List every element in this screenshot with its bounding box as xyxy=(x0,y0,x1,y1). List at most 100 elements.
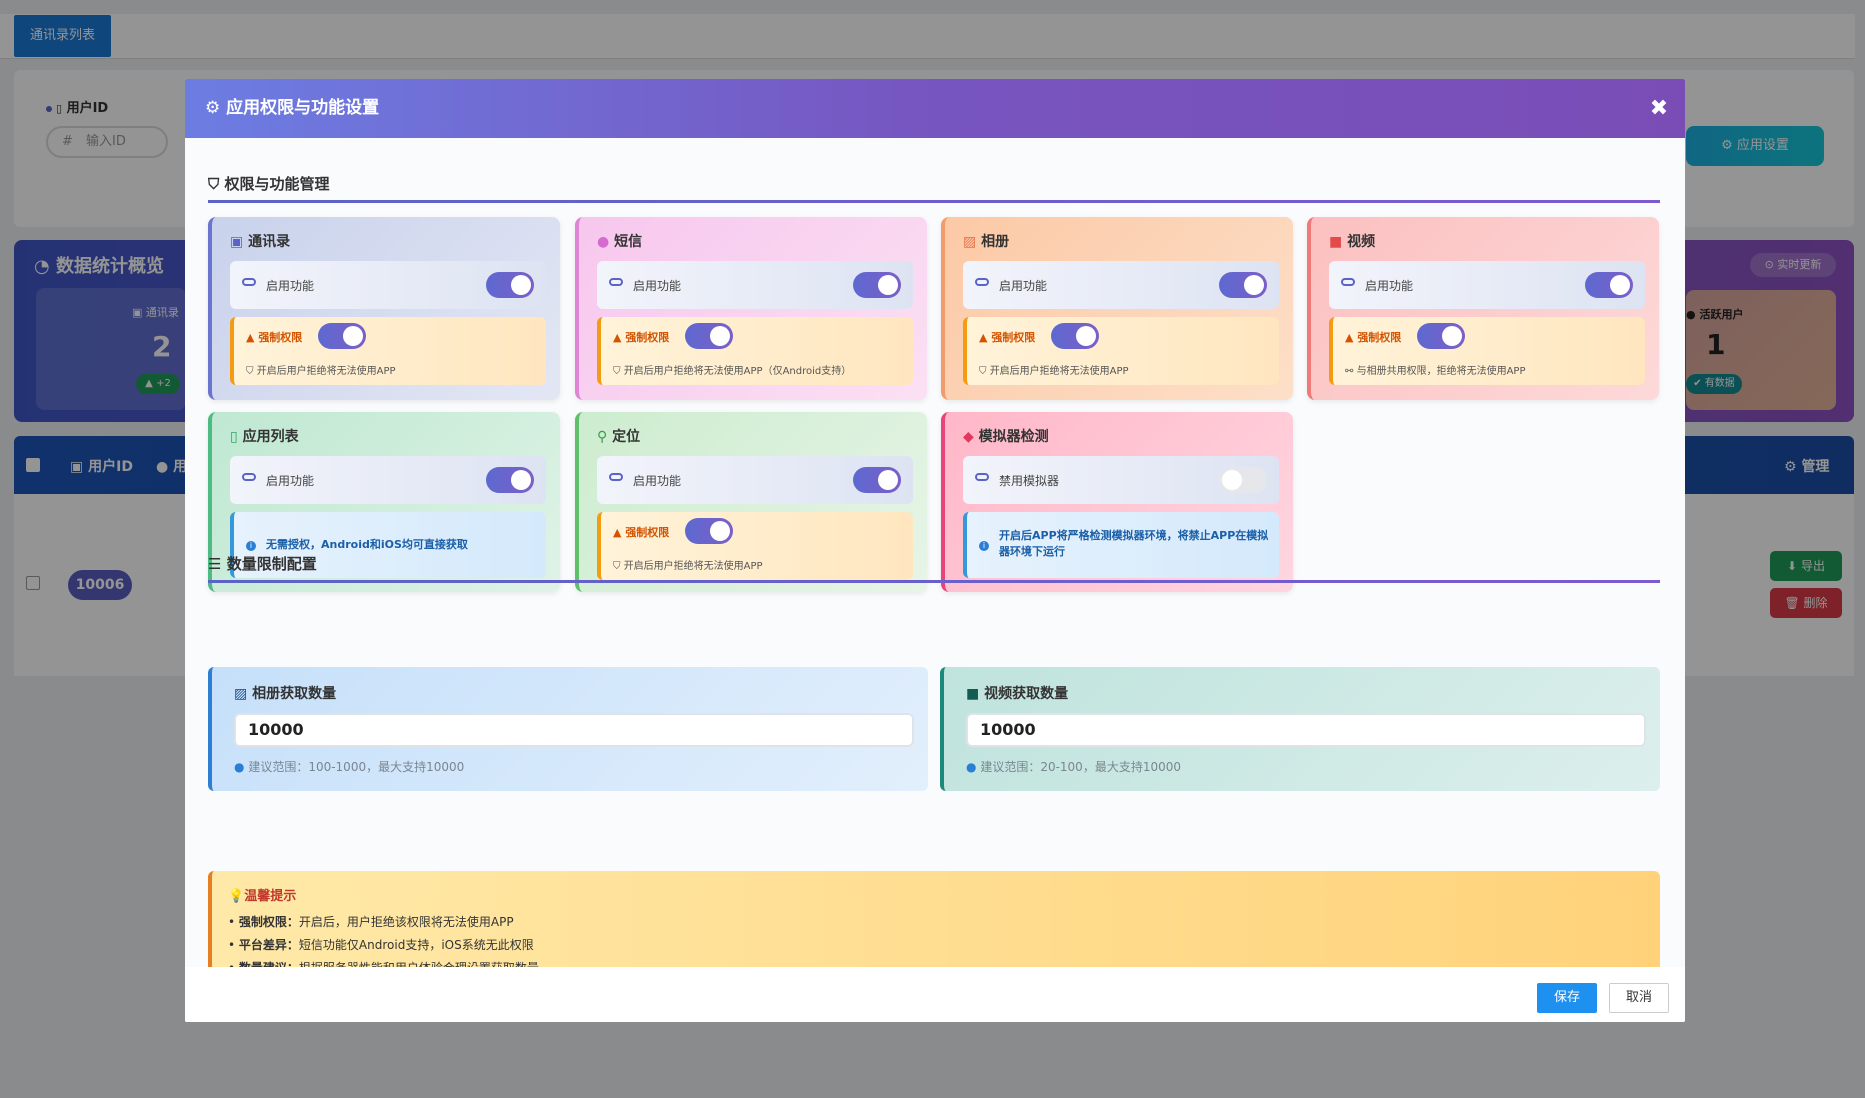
shield-icon: ⛉ xyxy=(246,366,254,377)
close-icon[interactable]: ✖ xyxy=(1649,96,1669,121)
col-user-id[interactable]: ▣ 用户ID xyxy=(70,459,133,475)
disable-emulator-row: 禁用模拟器 xyxy=(963,456,1279,504)
enable-row: 启用功能 xyxy=(1329,261,1645,309)
modal-footer xyxy=(185,967,1685,1022)
stats-title: ◔ 数据统计概览 xyxy=(34,256,164,277)
save-button[interactable]: 保存 xyxy=(1537,983,1597,1013)
realtime-badge[interactable]: ⊙ 实时更新 xyxy=(1750,253,1836,277)
has-data-badge: ✔ 有数据 xyxy=(1686,374,1742,394)
toggle-icon xyxy=(1341,278,1355,286)
enable-row: 启用功能 xyxy=(597,261,913,309)
toggle-icon xyxy=(242,473,256,481)
enable-toggle[interactable] xyxy=(853,467,901,493)
download-icon: ⬇ xyxy=(1787,559,1798,573)
force-label: ▲ 强制权限 xyxy=(246,331,303,344)
enable-toggle[interactable] xyxy=(486,272,534,298)
emulator-toggle[interactable] xyxy=(1219,467,1267,493)
force-toggle[interactable] xyxy=(1417,323,1465,349)
message-icon: ● xyxy=(597,234,610,250)
section-divider xyxy=(208,200,1660,203)
mobile-icon: ▯ xyxy=(230,429,238,445)
col-user[interactable]: ● 用 xyxy=(156,459,188,475)
enable-row: 启用功能 xyxy=(230,261,546,309)
video-quantity-hint: ● 建议范围：20-100，最大支持10000 xyxy=(966,760,1181,774)
contact-icon: ▣ xyxy=(132,306,143,319)
permission-title: ◆ 模拟器检测 xyxy=(963,429,1049,445)
user-id-input[interactable]: # 输入ID xyxy=(46,126,168,158)
permission-title: ● 短信 xyxy=(597,234,643,250)
modal-body: ⛉ 权限与功能管理 ▣ 通讯录 启用功能 ▲ 强制权限 ⛉ 开启后用户拒绝将无法… xyxy=(185,138,1685,989)
delete-button[interactable]: 🗑 删除 xyxy=(1770,588,1842,618)
hash-icon: # xyxy=(62,134,73,149)
app-permission-modal: ⚙ 应用权限与功能设置 ✖ ⛉ 权限与功能管理 ▣ 通讯录 启用功能 ▲ 强制权… xyxy=(185,79,1685,1022)
cancel-button[interactable]: 取消 xyxy=(1609,983,1669,1013)
tab-contacts-list[interactable]: 通讯录列表 xyxy=(14,15,112,57)
tips-title: 💡温馨提示 xyxy=(228,889,297,904)
gear-icon: ⚙ xyxy=(1784,459,1797,475)
section-divider xyxy=(208,580,1660,583)
tips-line: • 平台差异：短信功能仅Android支持，iOS系统无此权限 xyxy=(228,938,534,952)
info-icon: ● xyxy=(966,760,977,774)
photo-quantity-input[interactable]: 10000 xyxy=(234,713,914,747)
location-pin-icon: ⚲ xyxy=(597,429,608,445)
warning-icon: ▲ xyxy=(246,331,255,344)
permission-card-sms: ● 短信 启用功能 ▲ 强制权限 ⛉ 开启后用户拒绝将无法使用APP（仅Andr… xyxy=(575,217,927,400)
enable-toggle[interactable] xyxy=(1219,272,1267,298)
check-icon: ✔ xyxy=(1693,378,1702,389)
permission-card-contacts: ▣ 通讯录 启用功能 ▲ 强制权限 ⛉ 开启后用户拒绝将无法使用APP xyxy=(208,217,560,400)
permission-card-video: ■ 视频 启用功能 ▲ 强制权限 ⚯ 与相册共用权限，拒绝将无法使用APP xyxy=(1307,217,1659,400)
force-toggle[interactable] xyxy=(318,323,366,349)
force-label: ▲ 强制权限 xyxy=(613,526,670,539)
force-toggle[interactable] xyxy=(685,518,733,544)
id-card-icon: ▣ xyxy=(70,459,84,475)
export-button[interactable]: ⬇ 导出 xyxy=(1770,551,1842,581)
enable-toggle[interactable] xyxy=(1585,272,1633,298)
video-icon: ■ xyxy=(966,686,980,702)
row-checkbox[interactable] xyxy=(26,576,40,590)
enable-toggle[interactable] xyxy=(853,272,901,298)
enable-toggle[interactable] xyxy=(486,467,534,493)
modal-header: ⚙ 应用权限与功能设置 ✖ xyxy=(185,79,1685,138)
toggle-icon xyxy=(975,278,989,286)
photo-quantity-hint: ● 建议范围：100-1000，最大支持10000 xyxy=(234,760,465,774)
contacts-delta-badge: ▲ +2 xyxy=(136,374,180,394)
warning-icon: ▲ xyxy=(613,526,622,539)
force-toggle[interactable] xyxy=(685,323,733,349)
contact-icon: ▣ xyxy=(230,234,244,250)
active-users-value: 1 xyxy=(1706,328,1726,361)
force-note: ⛉ 开启后用户拒绝将无法使用APP xyxy=(979,366,1129,377)
android-icon: ◆ xyxy=(963,429,974,445)
force-note: ⛉ 开启后用户拒绝将无法使用APP（仅Android支持） xyxy=(613,366,852,377)
tips-line: • 强制权限：开启后，用户拒绝该权限将无法使用APP xyxy=(228,915,514,929)
shield-icon: ⛉ xyxy=(208,175,220,193)
info-icon: i xyxy=(246,541,256,551)
permission-title: ⚲ 定位 xyxy=(597,429,641,445)
user-id-label: ▯ 用户ID xyxy=(46,97,108,116)
info-box: i 无需授权，Android和iOS均可直接获取 xyxy=(230,512,546,578)
enable-row: 启用功能 xyxy=(597,456,913,504)
select-all-checkbox[interactable] xyxy=(26,458,40,472)
permission-title: ▣ 通讯录 xyxy=(230,234,291,250)
permission-card-album: ▨ 相册 启用功能 ▲ 强制权限 ⛉ 开启后用户拒绝将无法使用APP xyxy=(941,217,1293,400)
warning-icon: ▲ xyxy=(1345,331,1354,344)
user-icon: ● xyxy=(1686,308,1696,321)
force-note: ⚯ 与相册共用权限，拒绝将无法使用APP xyxy=(1345,366,1526,377)
photo-quantity-card: ▨ 相册获取数量 10000 ● 建议范围：100-1000，最大支持10000 xyxy=(208,667,928,791)
app-settings-button[interactable]: ⚙ 应用设置 xyxy=(1686,126,1824,166)
row-user-id: 10006 xyxy=(68,570,132,600)
permission-card-location: ⚲ 定位 启用功能 ▲ 强制权限 ⛉ 开启后用户拒绝将无法使用APP xyxy=(575,412,927,592)
arrow-up-icon: ▲ xyxy=(145,378,153,389)
dashboard-icon: ◔ xyxy=(34,256,50,277)
force-toggle[interactable] xyxy=(1051,323,1099,349)
video-quantity-label: ■ 视频获取数量 xyxy=(966,686,1069,702)
tab-bar xyxy=(0,14,1855,59)
video-quantity-input[interactable]: 10000 xyxy=(966,713,1646,747)
id-card-icon: ▯ xyxy=(56,102,63,115)
shield-icon: ⛉ xyxy=(979,366,987,377)
permission-card-app-list: ▯ 应用列表 启用功能 i 无需授权，Android和iOS均可直接获取 xyxy=(208,412,560,592)
video-icon: ■ xyxy=(1329,234,1343,250)
permission-title: ▨ 相册 xyxy=(963,234,1010,250)
modal-title: ⚙ 应用权限与功能设置 xyxy=(205,98,380,118)
permission-title: ■ 视频 xyxy=(1329,234,1376,250)
shield-icon: ⛉ xyxy=(613,366,621,377)
